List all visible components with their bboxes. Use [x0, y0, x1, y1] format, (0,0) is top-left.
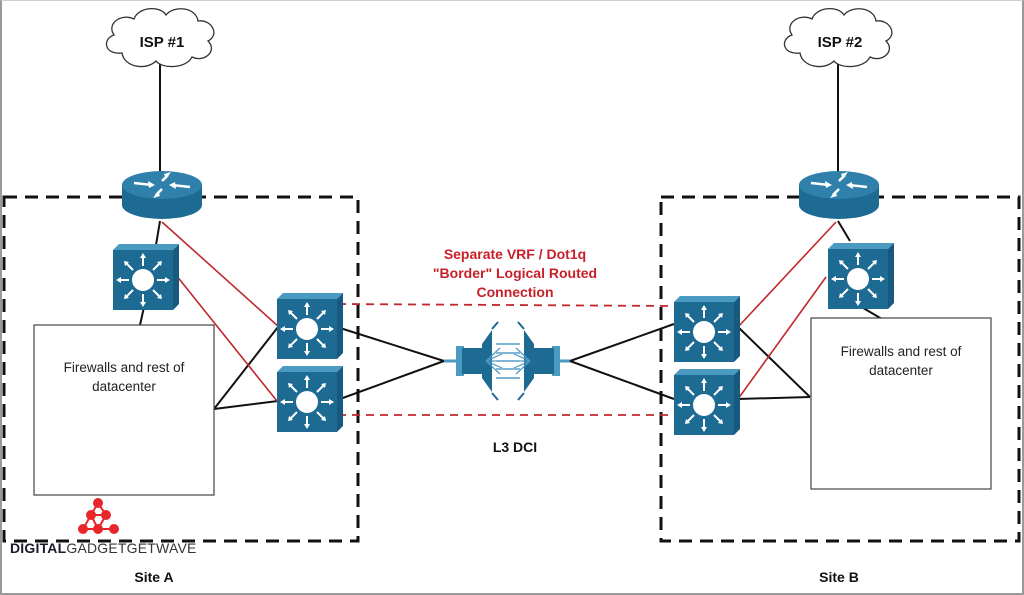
- dci-switch-a2-icon[interactable]: [276, 365, 344, 433]
- datacenter-a-box: [33, 324, 215, 496]
- datacenter-b-label-line1: Firewalls and rest of: [841, 344, 962, 359]
- vrf-link-top: [337, 303, 675, 307]
- core-switch-b-icon[interactable]: [827, 242, 895, 310]
- link-dciA1-wan: [339, 327, 445, 362]
- link-dciA2-wan: [339, 360, 445, 400]
- link-dciB2-datacenterB: [736, 396, 811, 400]
- link-datacenterA-dciA2: [213, 400, 279, 410]
- router-a-icon[interactable]: [120, 169, 204, 221]
- red-link-coreB-dciB2: [737, 276, 827, 400]
- link-wan-dciB2: [569, 360, 675, 400]
- dci-switch-b1-icon[interactable]: [673, 295, 741, 363]
- dci-optical-left-icon[interactable]: [455, 321, 511, 401]
- dci-label: L3 DCI: [493, 439, 537, 455]
- link-routerA-coreA: [155, 220, 161, 246]
- dci-switch-a1-icon[interactable]: [276, 292, 344, 360]
- link-dciB1-datacenterB: [736, 325, 811, 398]
- isp1-label: ISP #1: [140, 34, 185, 51]
- network-nodes-icon: [78, 498, 119, 534]
- datacenter-b-label-line2: datacenter: [869, 363, 933, 378]
- link-routerB-coreB: [837, 220, 851, 242]
- red-link-routerB-dciB1: [737, 221, 837, 328]
- link-wan-dciB1: [569, 323, 675, 362]
- watermark-text: DIGITALGADGETGETWAVE: [10, 540, 197, 556]
- site-b-label: Site B: [819, 569, 859, 585]
- datacenter-a-label-line1: Firewalls and rest of: [64, 360, 185, 375]
- isp1-cloud-icon: ISP #1: [105, 7, 215, 68]
- site-a-label: Site A: [134, 569, 173, 585]
- link-datacenterA-dciA1: [213, 326, 279, 410]
- datacenter-a-label-line2: datacenter: [92, 379, 156, 394]
- watermark-bold: DIGITAL: [10, 540, 67, 556]
- dci-optical-right-icon[interactable]: [505, 321, 561, 401]
- core-switch-a-icon[interactable]: [112, 243, 180, 311]
- vrf-label-line1: Separate VRF / Dot1q: [444, 246, 586, 262]
- vrf-label-line2: "Border" Logical Routed: [433, 265, 597, 281]
- datacenter-b-box: [810, 317, 992, 490]
- red-link-coreA-dciA2: [175, 274, 278, 402]
- vrf-label-line3: Connection: [477, 284, 554, 300]
- watermark-light: GADGETGETWAVE: [66, 540, 197, 556]
- red-link-routerA-dciA1: [161, 221, 280, 328]
- isp2-label: ISP #2: [818, 34, 863, 51]
- dci-switch-b2-icon[interactable]: [673, 368, 741, 436]
- isp2-cloud-icon: ISP #2: [783, 7, 893, 68]
- router-b-icon[interactable]: [797, 169, 881, 221]
